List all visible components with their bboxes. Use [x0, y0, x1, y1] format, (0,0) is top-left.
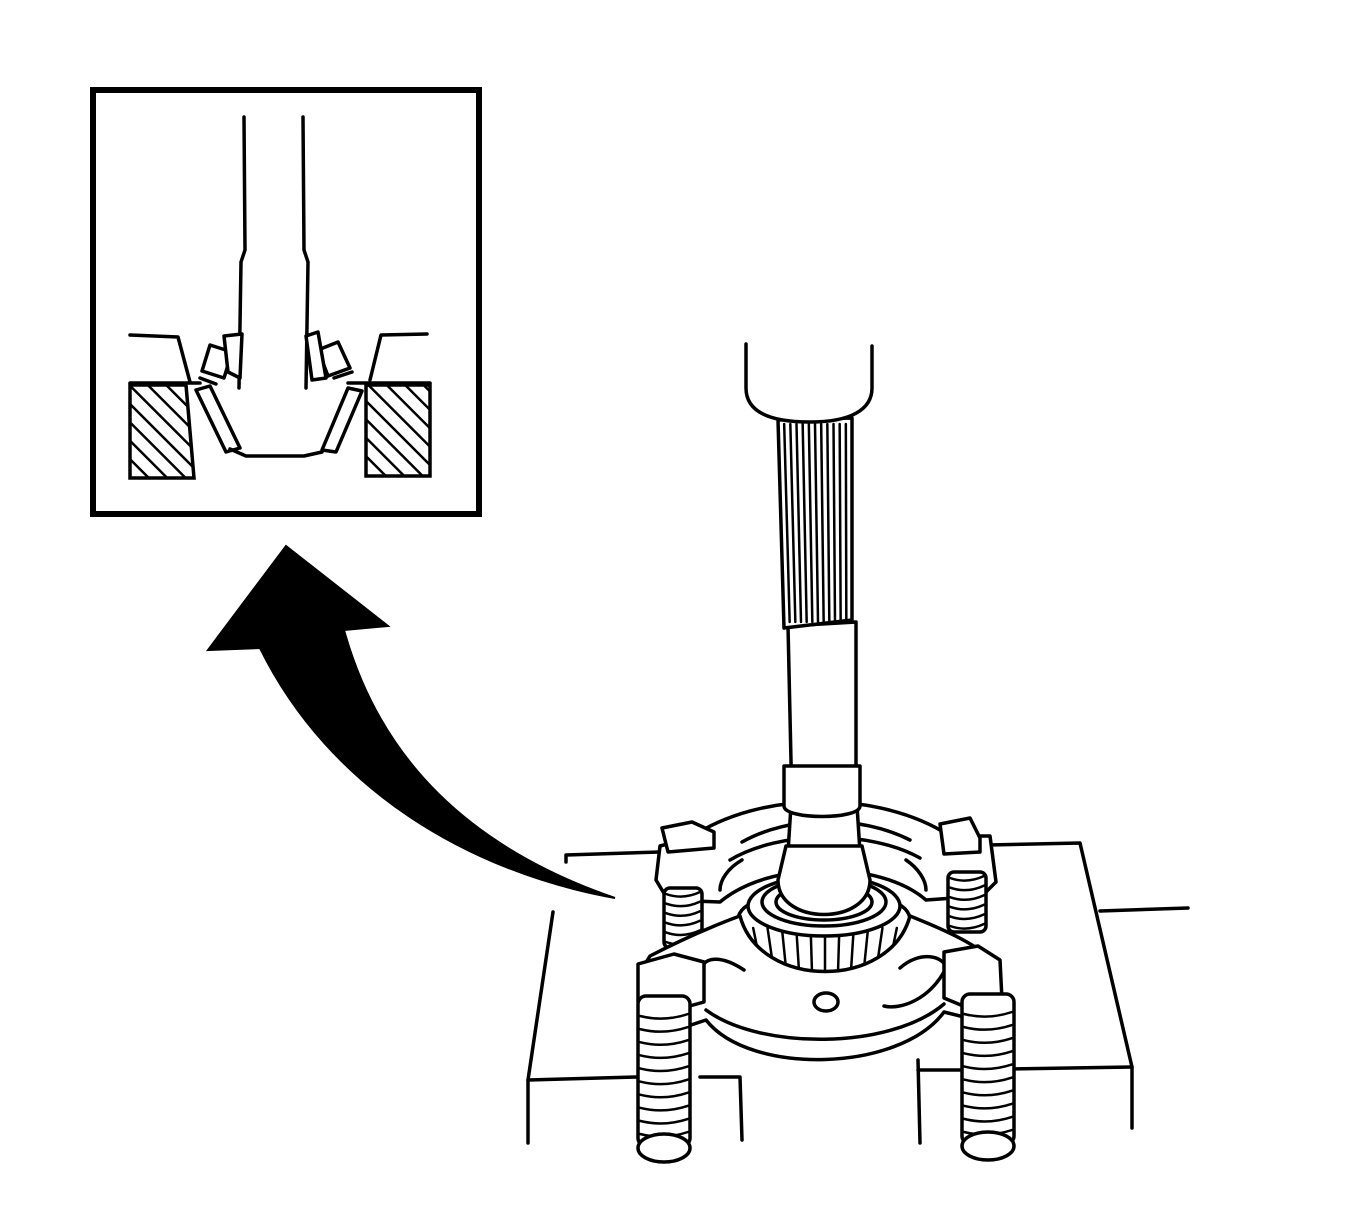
separator-front-edge — [704, 1002, 946, 1042]
inset-housing-left — [128, 333, 192, 384]
inset-support-left — [128, 383, 196, 480]
rod-end-front-right — [960, 1130, 1016, 1162]
spline-line — [801, 422, 808, 624]
spline-line — [782, 422, 791, 624]
thread-marks-rear-right — [948, 874, 986, 930]
threaded-rods-rear — [662, 870, 988, 950]
spline-line — [807, 422, 814, 624]
thread-mark — [638, 1038, 690, 1047]
thread-mark — [962, 1089, 1014, 1097]
thread-mark — [962, 1102, 1014, 1110]
thread-mark — [638, 1065, 690, 1073]
thread-mark — [638, 1104, 690, 1112]
shaft-shoulder — [776, 844, 872, 917]
thread-mark — [638, 1012, 690, 1020]
inset-cone-right — [320, 386, 364, 454]
thread-mark — [962, 1063, 1014, 1071]
inset-shaft-left-edge — [237, 115, 247, 390]
thread-mark — [948, 922, 986, 930]
callout-arrow — [205, 544, 616, 899]
separator-nut-rear-right — [938, 816, 982, 856]
spline-line — [832, 422, 837, 624]
thread-mark — [962, 1023, 1014, 1031]
inset-housing-right — [368, 332, 429, 382]
block-left-top — [526, 1075, 640, 1082]
thread-mark — [948, 884, 986, 892]
inset-roller-cage-right — [304, 330, 328, 382]
inset-cone-bottom — [228, 447, 324, 458]
thread-mark — [638, 1117, 690, 1125]
inset-shaft-right-edge — [301, 115, 310, 390]
thread-mark — [962, 1050, 1014, 1058]
block-right-inner — [916, 1058, 922, 1145]
separator-rear-curve-right — [904, 858, 928, 892]
spline-line — [795, 422, 803, 624]
inset-support-right — [364, 383, 432, 478]
spline-line — [826, 422, 831, 624]
shaft-step — [782, 764, 862, 819]
thread-mark — [664, 890, 702, 898]
press-ram — [744, 342, 874, 424]
thread-mark — [962, 1076, 1014, 1084]
separator-center-hole — [812, 991, 840, 1013]
thread-mark — [638, 1078, 690, 1086]
spline-line — [838, 422, 842, 624]
detail-inset — [90, 87, 482, 517]
thread-mark — [638, 1025, 690, 1033]
thread-mark — [962, 1036, 1014, 1045]
thread-mark — [638, 1052, 690, 1060]
threaded-rods-front — [636, 992, 1016, 1164]
thread-mark — [962, 1115, 1014, 1123]
inset-cone-left — [194, 384, 242, 454]
thread-mark — [962, 1010, 1014, 1018]
table-right-ledge — [1098, 906, 1190, 913]
inset-lip-left — [198, 376, 218, 386]
separator-rear-curve-left — [718, 858, 744, 892]
shaft-splines — [782, 422, 848, 624]
block-left-inner — [698, 1075, 744, 1142]
spline-line — [844, 422, 848, 624]
thread-mark — [948, 903, 986, 911]
block-right-top — [916, 1065, 1134, 1072]
table-top-left — [564, 850, 662, 864]
thread-mark — [664, 900, 702, 908]
inset-roller-cage-left — [222, 332, 244, 380]
thread-marks-front-right — [962, 1010, 1014, 1136]
thread-mark — [948, 913, 986, 921]
rod-end-front-left — [636, 1132, 692, 1164]
thread-mark — [664, 909, 702, 917]
spline-line — [789, 422, 797, 624]
thread-mark — [664, 919, 702, 927]
spline-line — [819, 422, 825, 624]
spline-line — [813, 422, 820, 624]
inset-lip-right — [332, 370, 354, 380]
thread-mark — [638, 1091, 690, 1099]
table-left-edge — [526, 910, 555, 1145]
thread-mark — [948, 874, 986, 882]
thread-mark — [948, 893, 986, 901]
table-right-edge — [986, 841, 1134, 1130]
support-blocks — [526, 841, 1190, 1145]
press-assembly — [744, 342, 874, 922]
separator-nut-rear-left — [660, 820, 716, 854]
